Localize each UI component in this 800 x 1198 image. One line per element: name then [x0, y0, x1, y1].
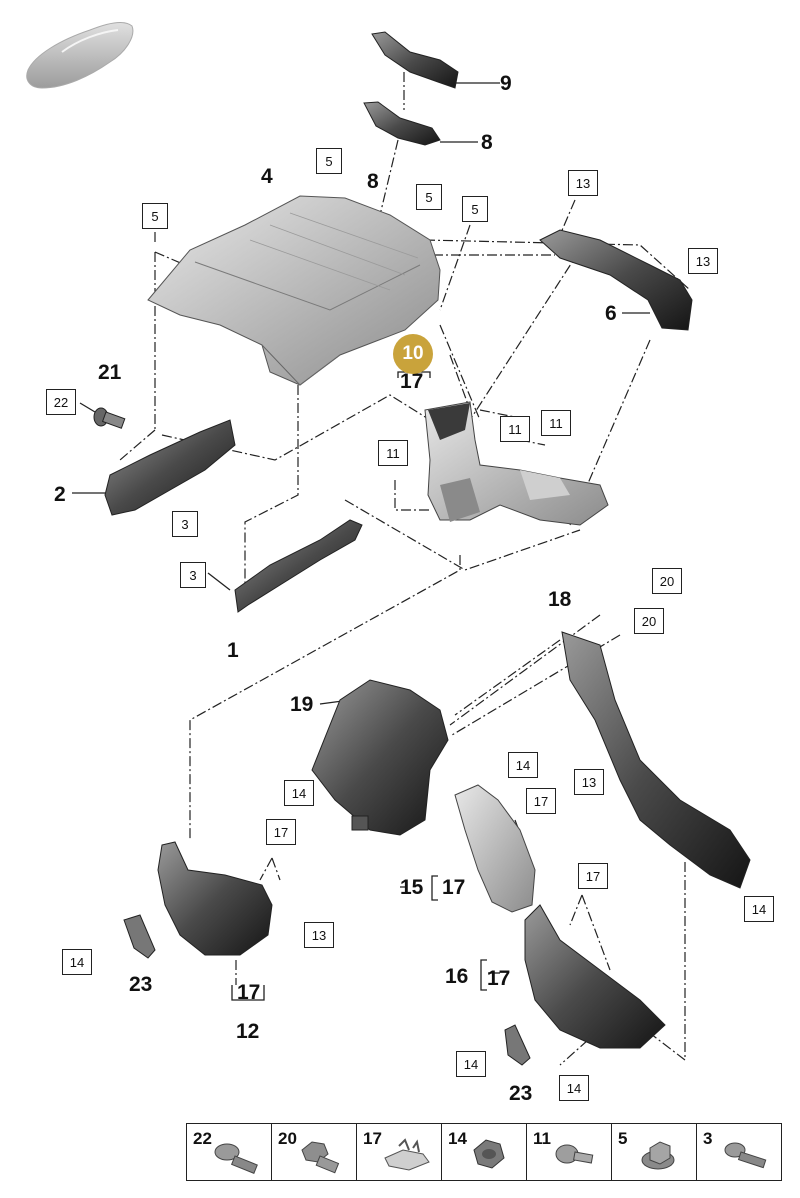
callout-box-11: 11: [378, 440, 408, 466]
legend-number: 22: [193, 1129, 212, 1148]
label-4: 4: [261, 165, 273, 188]
screw-icon: [555, 1144, 594, 1164]
callout-box-5: 5: [316, 148, 342, 174]
fastener-legend: 22 20 17 14 11 5: [186, 1123, 782, 1181]
bolt-icon: [724, 1142, 767, 1169]
label-23: 23: [509, 1082, 533, 1105]
callout-box-20: 20: [652, 568, 682, 594]
legend-item-20[interactable]: 20: [272, 1124, 357, 1180]
part-18-shape: [561, 631, 751, 889]
legend-item-14[interactable]: 14: [442, 1124, 527, 1180]
part-23b-shape: [504, 1024, 531, 1066]
label-23: 23: [129, 973, 153, 996]
callout-box-13: 13: [574, 769, 604, 795]
callout-box-17: 17: [526, 788, 556, 814]
part-6-shape: [539, 229, 693, 331]
callout-box-14: 14: [62, 949, 92, 975]
part-15-shape: [454, 784, 536, 913]
legend-number: 17: [363, 1129, 382, 1148]
clip-icon: [384, 1138, 430, 1171]
label-15: 15: [400, 876, 424, 899]
callout-box-14: 14: [456, 1051, 486, 1077]
callout-box-13: 13: [304, 922, 334, 948]
label-12: 12: [236, 1020, 260, 1043]
part-19-clip: [351, 815, 369, 831]
part-10-assembly: [424, 401, 609, 526]
callout-box-11: 11: [500, 416, 530, 442]
callout-box-17: 17: [578, 863, 608, 889]
part-1-shape: [234, 519, 363, 613]
car-thumbnail: [26, 22, 134, 89]
part-21-bolt: [93, 407, 126, 429]
label-1: 1: [227, 639, 239, 662]
legend-item-3[interactable]: 3: [697, 1124, 781, 1180]
legend-number: 11: [533, 1129, 551, 1148]
label-21: 21: [98, 361, 122, 384]
label-17: 17: [400, 370, 424, 393]
part-8-shape: [363, 101, 441, 146]
callout-box-13: 13: [568, 170, 598, 196]
callout-box-14: 14: [559, 1075, 589, 1101]
legend-number: 14: [448, 1129, 467, 1148]
label-17: 17: [237, 981, 261, 1004]
callout-box-22: 22: [46, 389, 76, 415]
label-18: 18: [548, 588, 572, 611]
legend-item-11[interactable]: 11: [527, 1124, 612, 1180]
label-17: 17: [442, 876, 466, 899]
part-19-shape: [311, 679, 449, 836]
part-2-shape: [104, 419, 236, 516]
part-9-shape: [371, 31, 459, 89]
label-17: 17: [487, 967, 511, 990]
callout-box-3: 3: [172, 511, 198, 537]
callout-box-14: 14: [744, 896, 774, 922]
label-16: 16: [445, 965, 469, 988]
callout-box-11: 11: [541, 410, 571, 436]
part-4-heat-shield: [147, 195, 441, 386]
callout-box-13: 13: [688, 248, 718, 274]
collar-nut-icon: [641, 1141, 675, 1170]
callout-box-3: 3: [180, 562, 206, 588]
part-16-shape: [524, 904, 666, 1049]
legend-item-17[interactable]: 17: [357, 1124, 442, 1180]
part-23a-shape: [123, 914, 156, 959]
legend-number: 5: [618, 1129, 628, 1148]
highlight-badge-10[interactable]: 10: [393, 334, 433, 374]
callout-box-5: 5: [462, 196, 488, 222]
callout-box-14: 14: [508, 752, 538, 778]
legend-number: 20: [278, 1129, 297, 1148]
label-9: 9: [500, 72, 512, 95]
legend-item-5[interactable]: 5: [612, 1124, 697, 1180]
legend-item-22[interactable]: 22: [187, 1124, 272, 1180]
bolt-icon: [214, 1143, 258, 1174]
label-8: 8: [481, 131, 493, 154]
legend-number: 3: [703, 1129, 713, 1148]
callout-box-5: 5: [416, 184, 442, 210]
label-2: 2: [54, 483, 66, 506]
callout-box-5: 5: [142, 203, 168, 229]
callout-box-20: 20: [634, 608, 664, 634]
callout-box-17: 17: [266, 819, 296, 845]
label-19: 19: [290, 693, 314, 716]
label-8: 8: [367, 170, 379, 193]
part-12-shape: [157, 841, 273, 956]
label-6: 6: [605, 302, 617, 325]
callout-box-14: 14: [284, 780, 314, 806]
nut-icon: [473, 1139, 505, 1169]
hex-bolt-icon: [301, 1141, 340, 1174]
